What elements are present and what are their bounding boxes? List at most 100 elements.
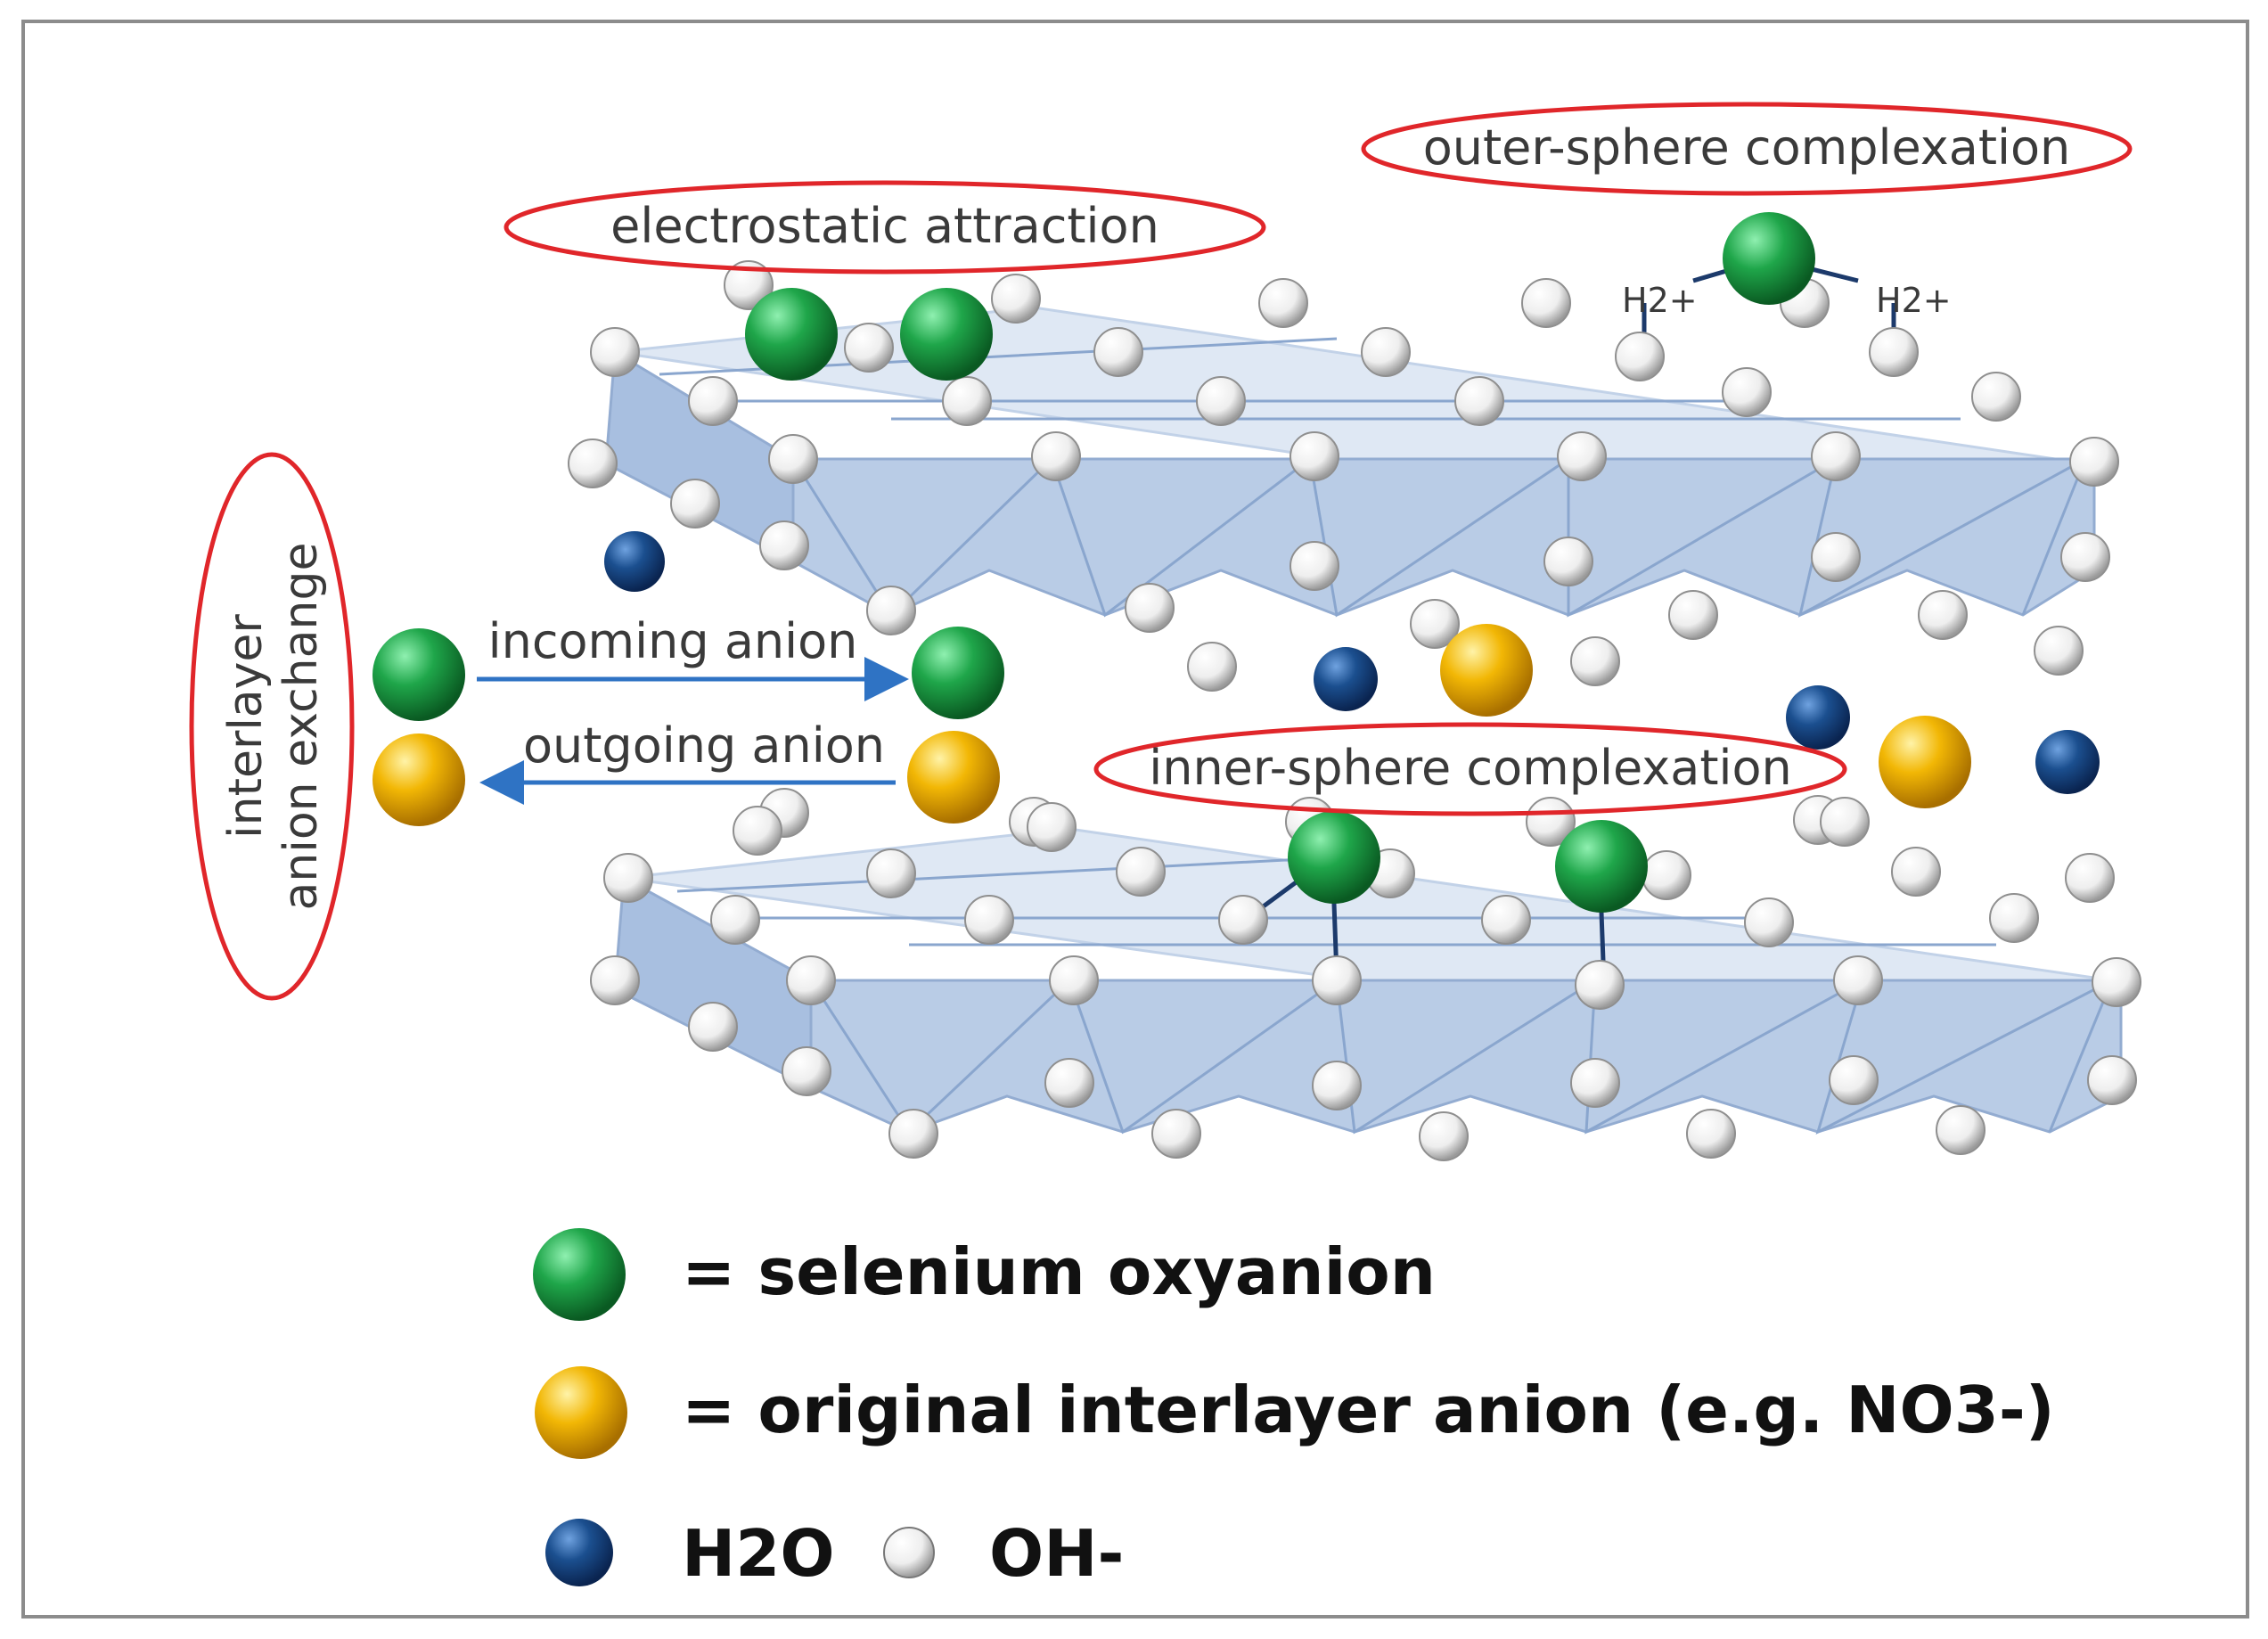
hydroxide-sphere — [2087, 1055, 2137, 1105]
hydroxide-sphere — [1521, 278, 1571, 328]
selenium-sphere-incoming-start — [373, 628, 465, 721]
selenium-spheres — [373, 212, 1815, 913]
water-sphere — [1786, 685, 1850, 750]
hydroxide-sphere — [1454, 376, 1504, 426]
hydroxide-sphere — [942, 376, 992, 426]
hydroxide-sphere — [1820, 797, 1870, 847]
hydroxide-sphere — [1031, 431, 1081, 481]
hydroxide-sphere — [2065, 853, 2115, 903]
hydroxide-sphere — [1044, 1058, 1094, 1108]
hydroxide-sphere — [1410, 599, 1460, 649]
selenium-sphere-inner-sphere-2 — [1555, 820, 1648, 913]
hydroxide-sphere — [710, 895, 760, 945]
hydroxide-sphere — [1196, 376, 1246, 426]
incoming-anion-label: incoming anion — [488, 613, 858, 669]
inner-sphere-complexation-label: inner-sphere complexation — [1149, 740, 1792, 796]
hydroxide-sphere — [964, 895, 1014, 945]
hydroxide-sphere — [1093, 327, 1143, 377]
legend-original-label: = original interlayer anion (e.g. NO3-) — [682, 1373, 2055, 1447]
hydroxide-sphere — [1187, 642, 1237, 692]
hydroxide-sphere — [1829, 1055, 1879, 1105]
hydroxide-sphere — [590, 955, 640, 1005]
selenium-sphere-inner-sphere-1 — [1288, 811, 1380, 904]
hydroxide-sphere — [1918, 590, 1968, 640]
legend-hydroxide-label: OH- — [989, 1516, 1124, 1591]
selenium-sphere-incoming-end — [912, 627, 1004, 719]
hydroxide-sphere — [782, 1046, 831, 1096]
hydroxide-sphere — [688, 376, 738, 426]
hydroxide-sphere — [688, 1002, 738, 1052]
hydroxide-sphere — [1811, 532, 1861, 582]
hydroxide-sphere — [670, 479, 720, 529]
interlayer-label-line2: anion exchange — [274, 543, 328, 911]
hydroxide-sphere — [1642, 850, 1691, 900]
legend-water-label: H2O — [682, 1516, 835, 1591]
interlayer-label-line1: interlayer — [219, 614, 273, 839]
legend-water-swatch — [545, 1519, 613, 1586]
hydroxide-sphere — [1971, 372, 2021, 422]
hydroxide-sphere — [844, 323, 894, 373]
selenium-sphere-electrostatic-1 — [745, 288, 838, 381]
hydroxide-sphere — [1125, 583, 1175, 633]
hydroxide-sphere — [866, 848, 916, 898]
selenium-sphere-outer-sphere — [1723, 212, 1815, 305]
hydroxide-sphere — [1312, 1061, 1362, 1110]
electrostatic-attraction-label: electrostatic attraction — [610, 198, 1159, 254]
hydroxide-sphere — [1543, 537, 1593, 586]
hydroxide-sphere — [1744, 897, 1794, 947]
hydroxide-sphere — [1151, 1109, 1201, 1159]
hydroxide-sphere — [759, 520, 809, 570]
legend-original-swatch — [535, 1366, 627, 1459]
hydroxide-sphere — [1116, 847, 1166, 897]
outer-sphere-complexation-highlight — [1361, 102, 2133, 196]
hydroxide-sphere — [991, 274, 1041, 324]
hydroxide-sphere — [1570, 636, 1620, 686]
hydroxide-sphere — [2060, 532, 2110, 582]
hydroxide-sphere — [1419, 1111, 1469, 1161]
hydroxide-sphere — [2034, 626, 2084, 676]
hydroxide-sphere — [1668, 590, 1718, 640]
hydroxide-sphere — [1027, 802, 1077, 852]
h2-label-left: H2+ — [1622, 281, 1698, 320]
hydroxide-sphere — [1049, 955, 1099, 1005]
h2-label-right: H2+ — [1876, 281, 1952, 320]
original-anion-sphere — [1440, 624, 1533, 717]
hydroxide-sphere — [786, 955, 836, 1005]
legend-selenium-swatch — [533, 1228, 626, 1321]
hydroxide-sphere — [866, 586, 916, 635]
hydroxide-sphere — [1557, 431, 1607, 481]
hydroxide-sphere — [1290, 431, 1339, 481]
hydroxide-sphere — [1722, 367, 1772, 417]
selenium-sphere-electrostatic-2 — [900, 288, 993, 381]
legend: = selenium oxyanion = original interlaye… — [533, 1228, 2055, 1591]
hydroxide-sphere — [603, 853, 653, 903]
hydroxide-sphere — [1570, 1058, 1620, 1108]
legend-hydroxide-swatch — [883, 1527, 935, 1578]
water-sphere — [2035, 730, 2100, 794]
hydroxide-sphere — [1290, 541, 1339, 591]
hydroxide-sphere — [1869, 327, 1919, 377]
hydroxide-sphere — [590, 327, 640, 377]
legend-selenium-label: = selenium oxyanion — [682, 1234, 1436, 1309]
electrostatic-attraction-highlight — [504, 180, 1266, 275]
water-sphere — [1314, 647, 1378, 711]
original-anion-sphere-outgoing-end — [373, 733, 465, 826]
hydroxide-sphere — [1615, 332, 1665, 381]
hydroxide-sphere — [1218, 895, 1268, 945]
hydroxide-sphere — [1989, 893, 2039, 943]
hydroxide-sphere — [2092, 957, 2141, 1007]
outer-sphere-complexation-label: outer-sphere complexation — [1423, 119, 2071, 176]
hydroxide-sphere — [1891, 847, 1941, 897]
water-sphere — [604, 531, 665, 592]
hydroxide-sphere — [724, 260, 774, 310]
figure-frame — [21, 20, 2249, 1619]
hydroxide-sphere — [1481, 895, 1531, 945]
hydroxide-sphere — [1686, 1109, 1736, 1159]
hydroxide-sphere — [1312, 955, 1362, 1005]
original-anion-spheres — [373, 624, 1971, 826]
outgoing-anion-label: outgoing anion — [523, 717, 885, 774]
hydroxide-sphere — [1833, 955, 1883, 1005]
hydroxide-spheres — [568, 260, 2141, 1161]
water-spheres — [604, 531, 2100, 794]
